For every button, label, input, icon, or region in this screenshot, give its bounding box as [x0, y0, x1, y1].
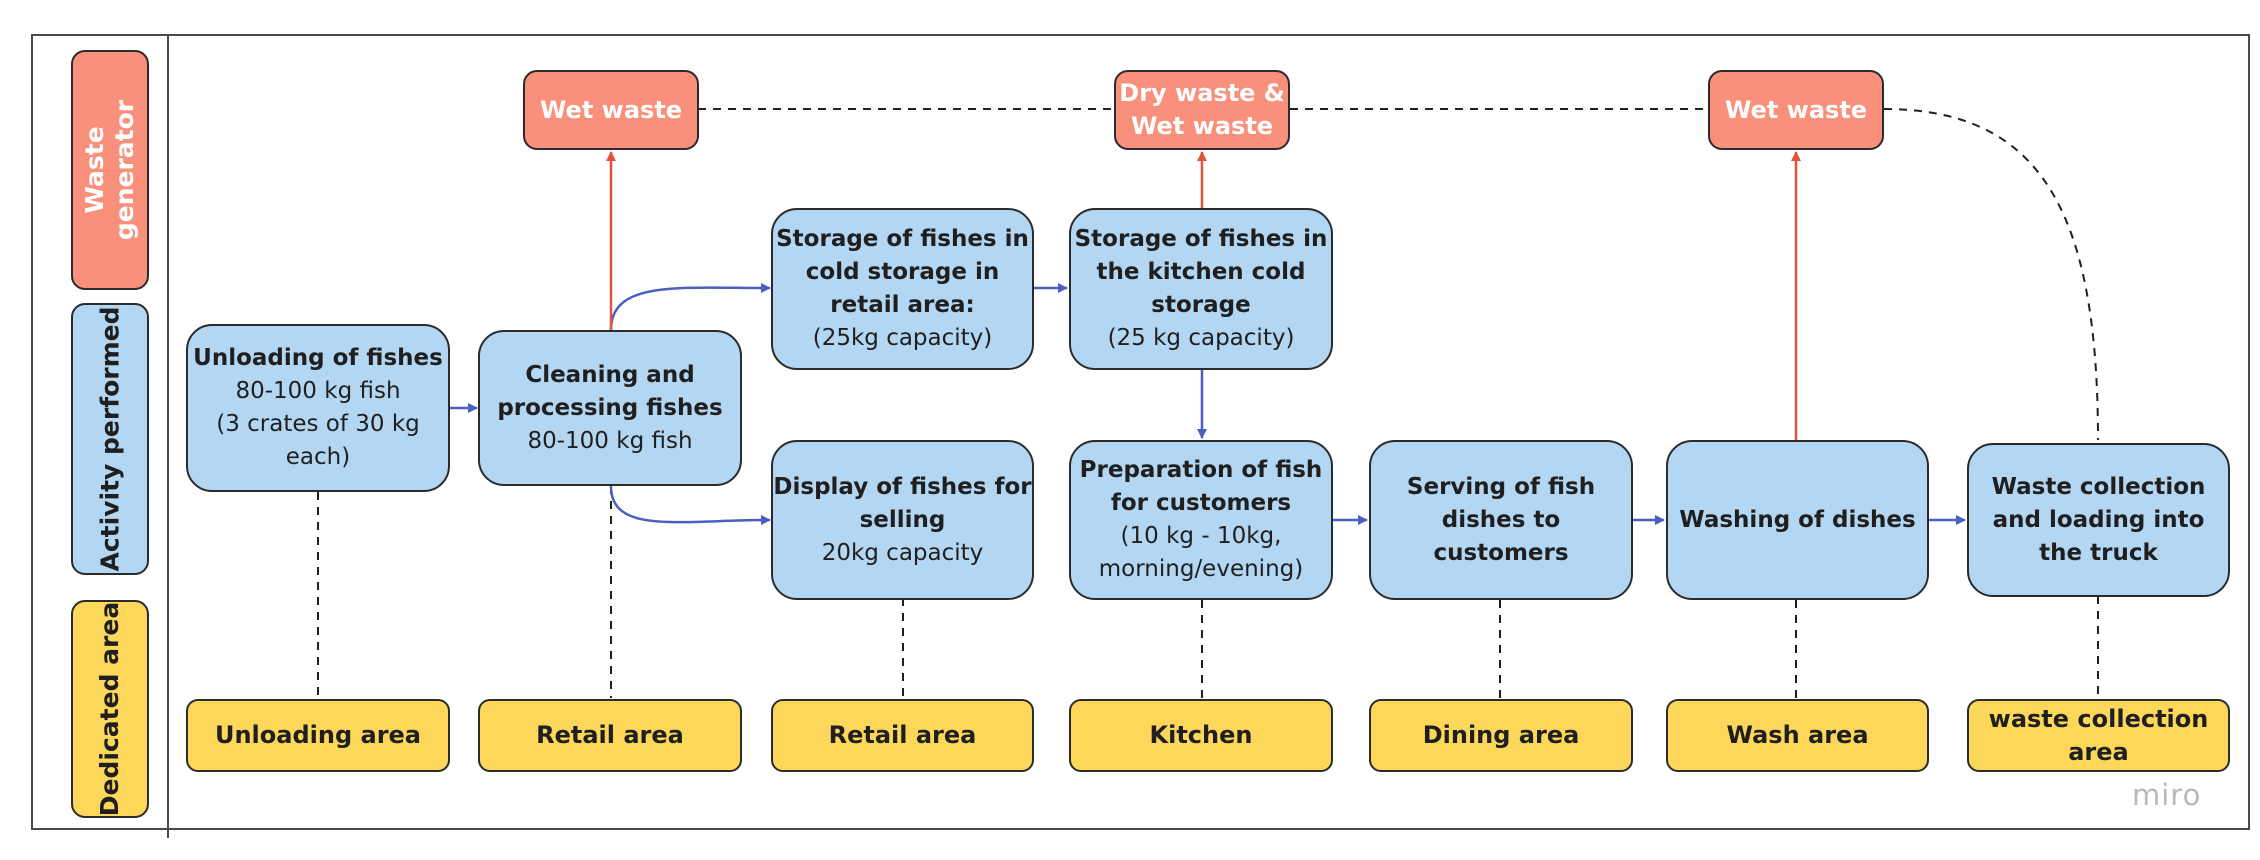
area-label: Kitchen: [1149, 721, 1253, 749]
lane-waste-generator: Waste generator: [71, 50, 149, 290]
activity-desc: 80-100 kg fish: [527, 427, 693, 454]
area-wash: Wash area: [1666, 699, 1929, 772]
waste-link-dashed: [698, 108, 2099, 441]
activity-title: Serving of fish dishes to customers: [1406, 473, 1596, 566]
waste-box-wet-2: Wet waste: [1708, 70, 1884, 150]
activity-title: Washing of dishes: [1679, 506, 1916, 533]
flow-arrows: [449, 282, 1966, 526]
waste-label: Wet waste: [1724, 95, 1868, 124]
area-retail-1: Retail area: [478, 699, 742, 772]
activity-desc: 80-100 kg fish (3 crates of 30 kg each): [216, 378, 420, 470]
waste-label: Wet waste: [539, 95, 683, 124]
activity-title: Storage of fishes in cold storage in ret…: [776, 226, 1029, 318]
waste-box-dry-wet: Dry waste & Wet waste: [1114, 70, 1290, 150]
area-dining: Dining area: [1369, 699, 1633, 772]
area-label: waste collection area: [1988, 704, 2209, 766]
activity-desc: (10 kg - 10kg, morning/evening): [1098, 523, 1304, 582]
activity-title: Unloading of fishes: [193, 345, 443, 371]
activity-washing: Washing of dishes: [1666, 440, 1929, 600]
activity-title: Preparation of fish for customers: [1079, 457, 1323, 516]
activity-desc: (25 kg capacity): [1107, 325, 1295, 351]
lane-activity-performed: Activity performed: [71, 303, 149, 575]
area-label: Wash area: [1726, 721, 1869, 749]
diagram-frame: [31, 34, 2250, 830]
activity-cold-storage-retail: Storage of fishes in cold storage in ret…: [771, 208, 1034, 370]
activity-cold-storage-kitchen: Storage of fishes in the kitchen cold st…: [1069, 208, 1333, 370]
activity-unloading: Unloading of fishes 80-100 kg fish (3 cr…: [186, 324, 450, 492]
lane-divider: [167, 34, 169, 838]
activity-display: Display of fishes for selling 20kg capac…: [771, 440, 1034, 600]
activity-preparation: Preparation of fish for customers (10 kg…: [1069, 440, 1333, 600]
area-label: Retail area: [536, 721, 684, 749]
waste-label: Dry waste & Wet waste: [1119, 79, 1285, 140]
area-connectors: [317, 486, 2099, 698]
activity-serving: Serving of fish dishes to customers: [1369, 440, 1633, 600]
area-kitchen: Kitchen: [1069, 699, 1333, 772]
waste-arrows: [606, 151, 1801, 440]
activity-title: Waste collection and loading into the tr…: [1991, 473, 2206, 566]
activity-title: Storage of fishes in the kitchen cold st…: [1074, 226, 1328, 318]
activity-desc: (25kg capacity): [812, 325, 993, 351]
lane-dedicated-area: Dedicated area: [71, 600, 149, 818]
miro-logo: miro: [2132, 778, 2202, 812]
area-label: Retail area: [828, 721, 977, 749]
waste-box-wet-1: Wet waste: [523, 70, 699, 150]
area-waste-collection: waste collection area: [1967, 699, 2230, 772]
area-label: Unloading area: [214, 721, 421, 749]
area-unloading: Unloading area: [186, 699, 450, 772]
activity-cleaning: Cleaning and processing fishes 80-100 kg…: [478, 330, 742, 486]
area-retail-2: Retail area: [771, 699, 1034, 772]
activity-title: Display of fishes for selling: [773, 473, 1032, 533]
activity-waste-collection: Waste collection and loading into the tr…: [1967, 443, 2230, 597]
area-label: Dining area: [1422, 721, 1580, 749]
activity-title: Cleaning and processing fishes: [497, 361, 723, 421]
activity-desc: 20kg capacity: [821, 539, 984, 566]
